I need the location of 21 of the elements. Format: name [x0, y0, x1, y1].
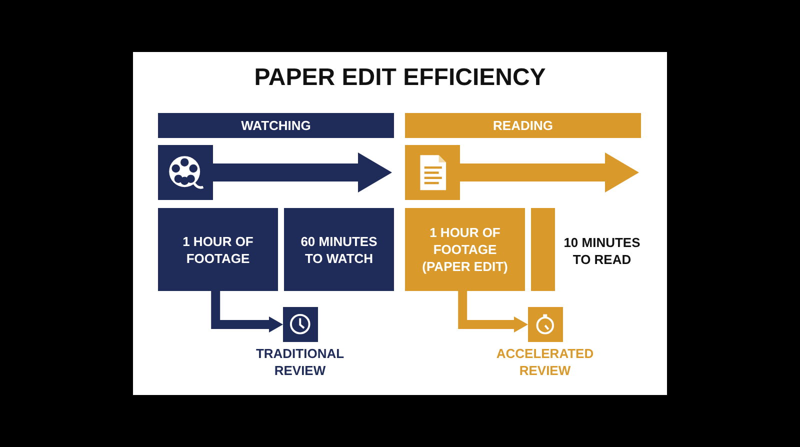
- box-label: 60 MINUTES TO WATCH: [300, 232, 378, 266]
- icon-tile: [158, 145, 213, 200]
- header-label: READING: [492, 117, 554, 134]
- icon-tile: [405, 145, 460, 200]
- arrow: [213, 152, 392, 192]
- icon-tile: [528, 307, 563, 342]
- header-bar: [158, 113, 394, 138]
- box-label: 1 HOUR OF FOOTAGE (PAPER EDIT): [421, 224, 509, 275]
- caption-label: TRADITIONAL REVIEW: [254, 345, 346, 379]
- icon-tile: [283, 307, 318, 342]
- box-label: 1 HOUR OF FOOTAGE: [182, 232, 254, 266]
- header-bar: [405, 113, 641, 138]
- arrow: [460, 152, 639, 192]
- header-label: WATCHING: [240, 117, 312, 134]
- caption-label: 10 MINUTES TO READ: [562, 234, 642, 268]
- process-box: [158, 208, 278, 291]
- caption-label: ACCELERATED REVIEW: [495, 345, 595, 379]
- title: PAPER EDIT EFFICIENCY: [253, 64, 547, 92]
- process-box: [405, 208, 525, 291]
- bar: [531, 208, 555, 291]
- process-box: [284, 208, 394, 291]
